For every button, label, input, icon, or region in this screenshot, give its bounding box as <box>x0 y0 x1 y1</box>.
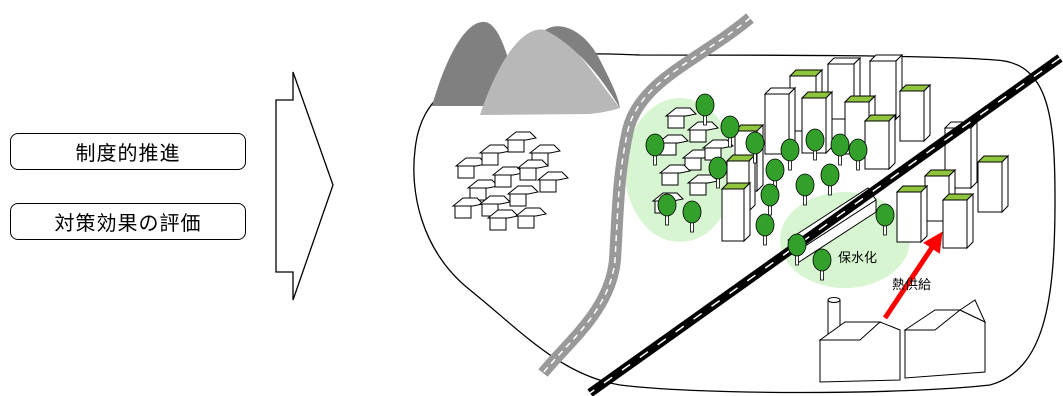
effect-evaluation-label: 対策効果の評価 <box>10 203 246 240</box>
trees <box>645 93 895 281</box>
railway <box>587 54 1063 396</box>
mountains <box>432 21 620 115</box>
policy-promotion-label: 制度的推進 <box>10 133 246 170</box>
heat-supply-arrow <box>882 231 943 320</box>
highway <box>538 13 754 377</box>
water-retention-label: 保水化 <box>838 251 877 266</box>
factory <box>818 297 987 383</box>
buildings <box>720 53 1010 250</box>
heat-supply-label: 熱供給 <box>892 278 931 293</box>
process-arrow <box>275 71 334 301</box>
